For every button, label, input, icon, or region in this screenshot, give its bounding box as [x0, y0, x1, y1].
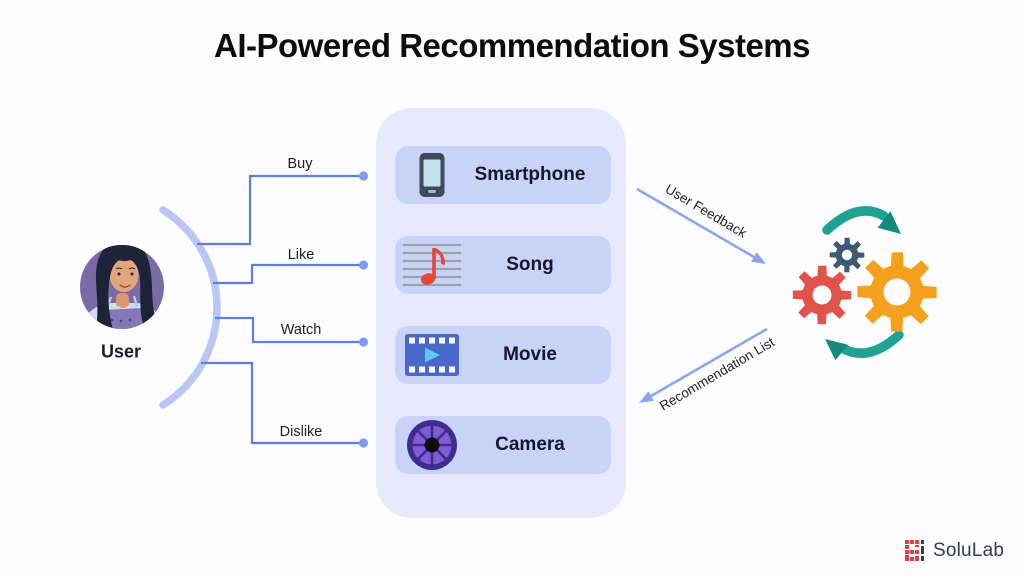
connector-line-watch: [215, 316, 359, 344]
connector-dot-dislike: [358, 438, 369, 448]
solulab-logo: SoluLab: [905, 540, 1004, 562]
flow-arrows: [636, 187, 768, 403]
item-card-smartphone: Smartphone: [395, 146, 611, 204]
item-label-camera: Camera: [495, 434, 565, 455]
gear-orange-hole: [883, 278, 911, 306]
solulab-logo-mark: [905, 540, 924, 561]
connector-dot-like: [358, 260, 369, 270]
item-label-song: Song: [506, 254, 554, 275]
action-label-like: Like: [287, 247, 315, 263]
cycle-arrow-bottom: [837, 330, 904, 358]
connector-dot-buy: [358, 171, 369, 181]
gears-cycle-icon: [792, 206, 937, 361]
feedback-arrow-head: [751, 252, 766, 264]
connector-dots: [358, 171, 369, 448]
item-label-movie: Movie: [503, 344, 557, 365]
cycle-arrow-bottom-head: [825, 339, 849, 361]
connector-line-dislike: [201, 361, 359, 445]
connector-lines: [197, 174, 359, 445]
items-panel: Smartphone Song: [376, 108, 626, 518]
connector-line-buy: [197, 174, 359, 246]
action-label-buy: Buy: [287, 156, 313, 172]
recommendation-arrow-head: [639, 391, 654, 403]
action-label-dislike: Dislike: [279, 424, 323, 440]
user-avatar: [80, 245, 164, 329]
cycle-arrow-top: [822, 206, 889, 235]
smartphone-icon: [395, 150, 469, 200]
connector-line-like: [213, 263, 359, 285]
music-note-icon: [395, 240, 469, 290]
item-card-song: Song: [395, 236, 611, 294]
page-title: AI-Powered Recommendation Systems: [214, 27, 811, 64]
camera-aperture-icon: [395, 419, 469, 471]
cycle-arrow-top-head: [877, 211, 901, 234]
action-label-watch: Watch: [280, 322, 322, 338]
item-card-camera: Camera: [395, 416, 611, 474]
item-label-smartphone: Smartphone: [474, 164, 586, 185]
gear-navy-hole: [841, 249, 853, 261]
feedback-arrow: [636, 187, 755, 259]
user-label: User: [100, 341, 142, 362]
recommendation-arrow: [650, 327, 768, 398]
item-card-movie: Movie: [395, 326, 611, 384]
solulab-logo-text: SoluLab: [933, 540, 1005, 561]
gear-red-hole: [812, 285, 832, 305]
user-arc: [159, 206, 221, 409]
connector-dot-watch: [358, 337, 369, 347]
film-strip-icon: [395, 334, 469, 376]
